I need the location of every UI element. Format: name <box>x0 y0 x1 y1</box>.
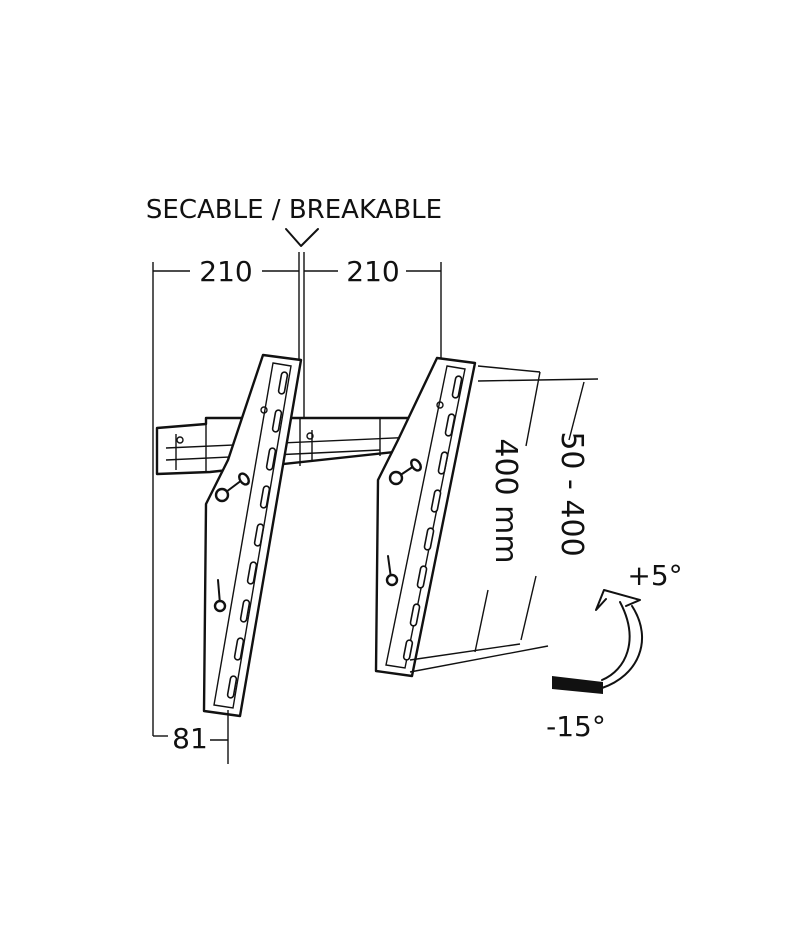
vesa-400-label: 400 mm <box>488 438 523 563</box>
width-right-label: 210 <box>346 255 399 288</box>
vesa-dimension <box>409 365 599 673</box>
width-left-label: 210 <box>199 255 252 288</box>
tilt-up-label: +5° <box>627 559 682 592</box>
vesa-range-label: 50 - 400 <box>554 431 589 556</box>
right-tilt-knob-icon <box>388 458 422 486</box>
left-bracket <box>202 353 303 718</box>
breakable-arrow <box>285 228 319 247</box>
right-bracket <box>374 356 477 678</box>
width-dimension <box>152 252 442 480</box>
tilt-down-label: -15° <box>546 710 606 743</box>
tilt-arrow-icon <box>552 589 643 694</box>
depth-dimension <box>152 480 229 764</box>
breakable-label: SECABLE / BREAKABLE <box>146 195 442 225</box>
left-lock-screw-icon <box>213 579 227 613</box>
left-tilt-knob-icon <box>214 472 250 503</box>
depth-label: 81 <box>172 722 208 755</box>
right-lock-screw-icon <box>385 555 399 587</box>
